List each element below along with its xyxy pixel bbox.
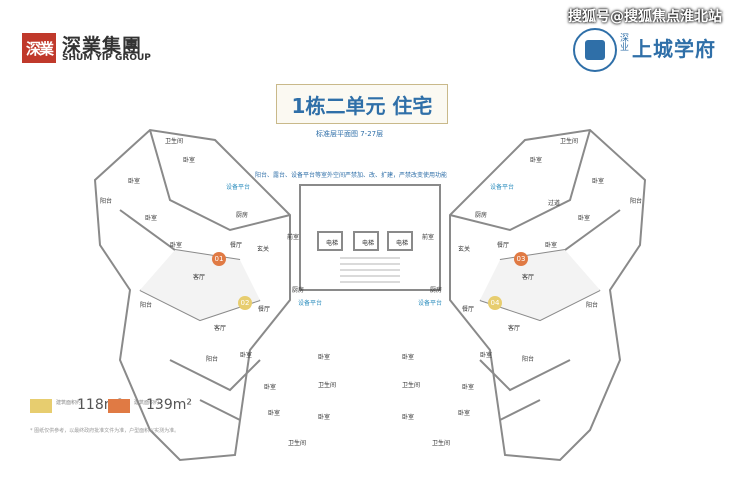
room-label: 卧室 bbox=[183, 157, 196, 164]
unit-marker-01: 01 bbox=[212, 252, 226, 266]
unit-marker-02: 02 bbox=[238, 296, 252, 310]
legend-swatch-139 bbox=[108, 399, 130, 413]
unit-marker-03: 03 bbox=[514, 252, 528, 266]
room-label: 前室 bbox=[422, 234, 435, 241]
room-label: 卧室 bbox=[530, 157, 543, 164]
room-label: 卫生间 bbox=[402, 382, 421, 389]
room-label: 阳台 bbox=[206, 356, 219, 363]
room-label: 卧室 bbox=[240, 352, 253, 359]
room-label: 卧室 bbox=[458, 410, 471, 417]
room-label: 卫生间 bbox=[318, 382, 337, 389]
plan-title: 1栋二单元 住宅 bbox=[276, 84, 448, 124]
room-label: 阳台 bbox=[630, 198, 643, 205]
room-label: 厨房 bbox=[292, 287, 305, 294]
room-label: 卫生间 bbox=[432, 440, 451, 447]
room-label: 设备平台 bbox=[298, 300, 323, 307]
room-label: 卫生间 bbox=[560, 138, 579, 145]
room-label: 客厅 bbox=[508, 325, 521, 332]
room-label: 设备平台 bbox=[418, 300, 443, 307]
room-label: 卧室 bbox=[145, 215, 158, 222]
room-label: 卧室 bbox=[592, 178, 605, 185]
room-label: 阳台 bbox=[522, 356, 535, 363]
room-label: 阳台 bbox=[586, 302, 599, 309]
plan-subtitle: 标准层平面图 7-27层 bbox=[316, 130, 384, 138]
project-emblem-icon bbox=[573, 28, 617, 72]
legend-tag: 建筑面积约 bbox=[134, 400, 160, 406]
plan-notice: 阳台、露台、设备平台等室外空间严禁加、改、扩建，严禁改变使用功能 bbox=[255, 172, 448, 179]
room-label: 客厅 bbox=[522, 274, 535, 281]
room-label: 卧室 bbox=[318, 354, 331, 361]
room-label: 卧室 bbox=[318, 414, 331, 421]
room-label: 卧室 bbox=[480, 352, 493, 359]
room-label: 厨房 bbox=[430, 287, 443, 294]
room-label: 卧室 bbox=[462, 384, 475, 391]
room-label: 设备平台 bbox=[226, 184, 251, 191]
room-label: 卧室 bbox=[578, 215, 591, 222]
room-label: 卧室 bbox=[128, 178, 141, 185]
room-label: 卧室 bbox=[268, 410, 281, 417]
room-label: 卧室 bbox=[170, 242, 183, 249]
room-label: 阳台 bbox=[140, 302, 153, 309]
legend-value-139: 139m² bbox=[146, 397, 192, 413]
room-label: 电梯 bbox=[326, 240, 339, 247]
room-label: 客厅 bbox=[193, 274, 206, 281]
logo-english-name: SHUM YIP GROUP bbox=[62, 53, 151, 63]
room-label: 厨房 bbox=[236, 212, 249, 219]
project-name: 上城学府 bbox=[632, 37, 716, 61]
room-label: 过道 bbox=[548, 200, 561, 207]
logo-chinese-name: 深業集團 bbox=[62, 35, 143, 57]
room-label: 餐厅 bbox=[258, 306, 271, 313]
watermark: 搜狐号@搜狐焦点淮北站 bbox=[568, 9, 722, 25]
room-label: 卧室 bbox=[264, 384, 277, 391]
legend-swatch-118 bbox=[30, 399, 52, 413]
room-label: 餐厅 bbox=[462, 306, 475, 313]
room-label: 卧室 bbox=[402, 414, 415, 421]
footnote: * 图纸仅供参考，以最终政府批准文件为准，户型面积以实测为准。 bbox=[30, 428, 180, 434]
room-label: 卫生间 bbox=[288, 440, 307, 447]
room-label: 厨房 bbox=[475, 212, 488, 219]
room-label: 客厅 bbox=[214, 325, 227, 332]
room-label: 玄关 bbox=[458, 246, 471, 253]
room-label: 卫生间 bbox=[165, 138, 184, 145]
room-label: 卧室 bbox=[545, 242, 558, 249]
shum-yip-logo-mark: 深業 bbox=[22, 33, 56, 63]
room-label: 餐厅 bbox=[497, 242, 510, 249]
room-label: 玄关 bbox=[257, 246, 270, 253]
unit-marker-04: 04 bbox=[488, 296, 502, 310]
room-label: 电梯 bbox=[362, 240, 375, 247]
room-label: 设备平台 bbox=[490, 184, 515, 191]
room-label: 餐厅 bbox=[230, 242, 243, 249]
legend-tag: 建筑面积约 bbox=[56, 400, 82, 406]
room-label: 阳台 bbox=[100, 198, 113, 205]
room-label: 前室 bbox=[287, 234, 300, 241]
room-label: 卧室 bbox=[402, 354, 415, 361]
brand-prefix: 深业 bbox=[618, 33, 628, 51]
room-label: 电梯 bbox=[396, 240, 409, 247]
